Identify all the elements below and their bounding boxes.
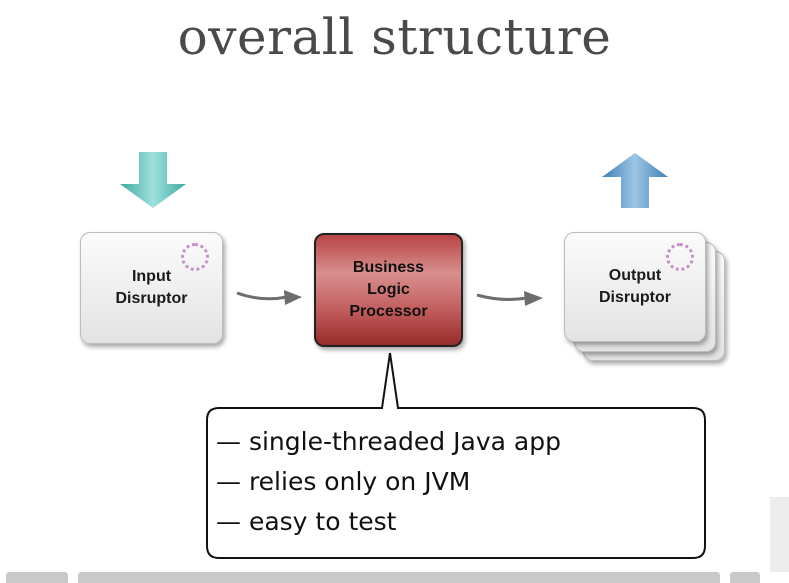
input-box-line-1: Input	[131, 268, 172, 285]
callout-item-1: — single-threaded Java app	[216, 427, 561, 456]
fullscreen-button[interactable]	[730, 572, 760, 583]
progress-bar[interactable]	[78, 572, 720, 583]
input-box-line-2: Disruptor	[115, 290, 188, 307]
output-box-line-2: Disruptor	[599, 289, 671, 306]
flow-arrow-logic-to-output	[476, 293, 528, 301]
flow-arrowhead-2	[524, 291, 543, 306]
play-pause-button[interactable]	[6, 572, 68, 583]
callout-item-2: — relies only on JVM	[216, 467, 471, 496]
arrow-down-icon	[120, 152, 186, 208]
side-panel	[770, 497, 789, 572]
output-disruptor-box: Output Disruptor	[564, 232, 706, 342]
input-disruptor-box: Input Disruptor	[80, 232, 223, 344]
flow-arrowhead-1	[284, 290, 302, 305]
logic-box-line-1: Business	[352, 259, 425, 276]
business-logic-processor-box: Business Logic Processor	[314, 233, 463, 347]
ring-icon	[181, 243, 209, 271]
logic-box-line-2: Logic	[367, 281, 410, 298]
callout-item-3: — easy to test	[216, 507, 397, 536]
flow-arrow-input-to-logic	[236, 291, 288, 301]
logic-box-line-3: Processor	[349, 303, 428, 320]
output-box-line-1: Output	[608, 267, 662, 284]
arrow-up-icon	[602, 153, 668, 208]
slide-title: overall structure	[177, 8, 612, 66]
ring-icon	[666, 243, 694, 271]
